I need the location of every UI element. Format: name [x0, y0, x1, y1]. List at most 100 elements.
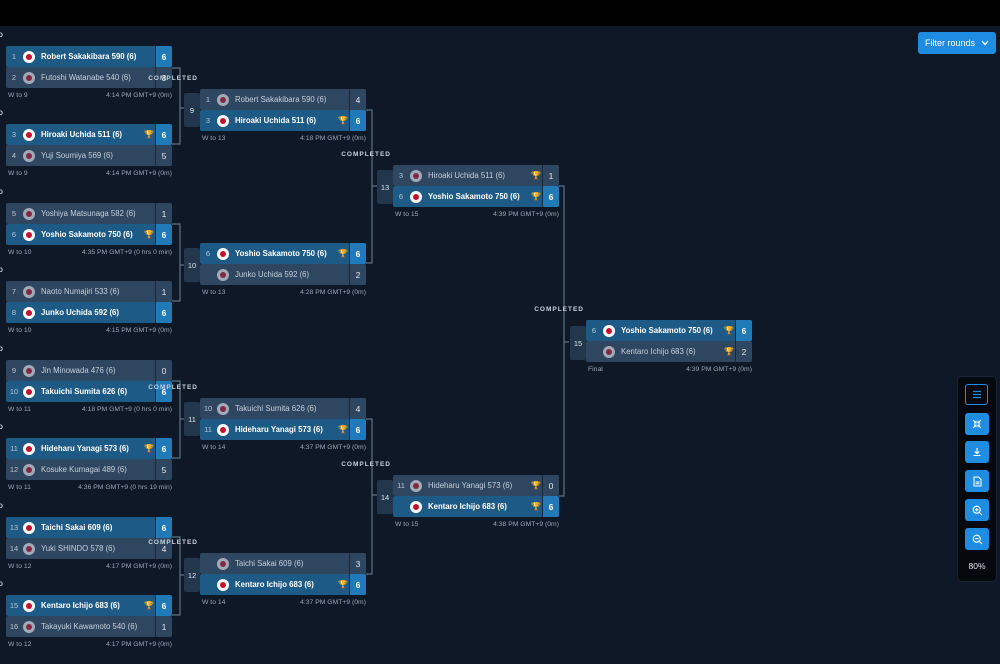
score: 5 — [155, 145, 172, 166]
filter-rounds-button[interactable]: Filter rounds — [918, 32, 996, 54]
player-name: Junko Uchida 592 (6) — [235, 270, 310, 279]
player-row[interactable]: Junko Uchida 592 (6) 2 — [200, 264, 366, 285]
japan-flag-icon — [23, 306, 35, 319]
trophy-icon: 🏆 — [724, 347, 734, 356]
japan-flag-icon — [410, 479, 422, 492]
score: 0 — [155, 360, 172, 381]
player-row[interactable]: Taichi Sakai 609 (6)3 — [200, 553, 366, 574]
status-label: COMPLETED — [0, 189, 4, 196]
zoom-level: 80% — [968, 561, 986, 571]
trophy-icon: 🏆 — [531, 481, 541, 490]
player-name: Futoshi Watanabe 540 (6) — [41, 73, 131, 82]
player-name: Hiroaki Uchida 511 (6) — [41, 130, 123, 139]
next-match: W to 15 — [395, 521, 419, 528]
japan-flag-icon — [217, 578, 229, 591]
match-time: 4:38 PM GMT+9 (0m) — [493, 521, 559, 528]
export-pdf-button[interactable] — [965, 470, 989, 492]
match-number: 14 — [377, 480, 393, 514]
player-name: Hiroaki Uchida 511 (6) — [235, 116, 317, 125]
score: 6 — [349, 574, 366, 595]
score: 1 — [155, 203, 172, 224]
japan-flag-icon — [23, 463, 35, 476]
seed: 13 — [9, 523, 19, 532]
menu-button[interactable] — [965, 384, 988, 405]
match-time: 4:14 PM GMT+9 (0m) — [106, 170, 172, 177]
match-time: 4:36 PM GMT+9 (0 hrs 19 min) — [78, 484, 172, 491]
japan-flag-icon — [23, 521, 35, 534]
japan-flag-icon — [217, 423, 229, 436]
trophy-icon: 🏆 — [531, 502, 541, 511]
next-match: W to 14 — [202, 599, 226, 606]
score: 2 — [349, 264, 366, 285]
top-bar — [0, 0, 1000, 26]
match-time: 4:39 PM GMT+9 (0m) — [493, 211, 559, 218]
fit-screen-button[interactable] — [965, 413, 989, 435]
japan-flag-icon — [410, 500, 422, 513]
player-name: Takuichi Sumita 626 (6) — [41, 387, 128, 396]
score: 6 — [735, 320, 752, 341]
seed: 11 — [397, 481, 405, 490]
player-row[interactable]: Kentaro Ichijo 683 (6)🏆2 — [586, 341, 752, 362]
japan-flag-icon — [23, 228, 35, 241]
zoom-out-button[interactable] — [965, 528, 989, 550]
match-meta: W to 15 4:38 PM GMT+9 (0m) — [395, 521, 559, 528]
seed: 7 — [11, 287, 17, 296]
status-label: COMPLETED — [148, 539, 198, 546]
score: 4 — [349, 398, 366, 419]
player-name: Robert Sakakibara 590 (6) — [41, 52, 137, 61]
score: 6 — [349, 110, 366, 131]
chevron-down-icon — [981, 40, 989, 46]
player-row[interactable]: Kentaro Ichijo 683 (6)🏆6 — [393, 496, 559, 517]
score: 6 — [155, 438, 172, 459]
trophy-icon: 🏆 — [144, 601, 154, 610]
match-time: 4:28 PM GMT+9 (0m) — [300, 289, 366, 296]
player-name: Takayuki Kawamoto 540 (6) — [41, 622, 138, 631]
japan-flag-icon — [23, 149, 35, 162]
match-time: 4:18 PM GMT+9 (0 hrs 0 min) — [81, 406, 172, 413]
zoom-in-button[interactable] — [965, 499, 989, 521]
download-button[interactable] — [965, 441, 989, 463]
player-name: Kentaro Ichijo 683 (6) — [41, 601, 120, 610]
player-row[interactable]: Kentaro Ichijo 683 (6)🏆6 — [200, 574, 366, 595]
download-icon — [973, 448, 981, 457]
trophy-icon: 🏆 — [144, 130, 154, 139]
player-name: Naoto Numajiri 533 (6) — [41, 287, 120, 296]
player-name: Taichi Sakai 609 (6) — [41, 523, 113, 532]
player-name: Hideharu Yanagi 573 (6) — [41, 444, 129, 453]
zoom-in-icon — [972, 505, 982, 515]
status-label: COMPLETED — [0, 424, 4, 431]
japan-flag-icon — [23, 128, 35, 141]
seed: 10 — [9, 387, 19, 396]
next-match: W to 14 — [202, 444, 226, 451]
